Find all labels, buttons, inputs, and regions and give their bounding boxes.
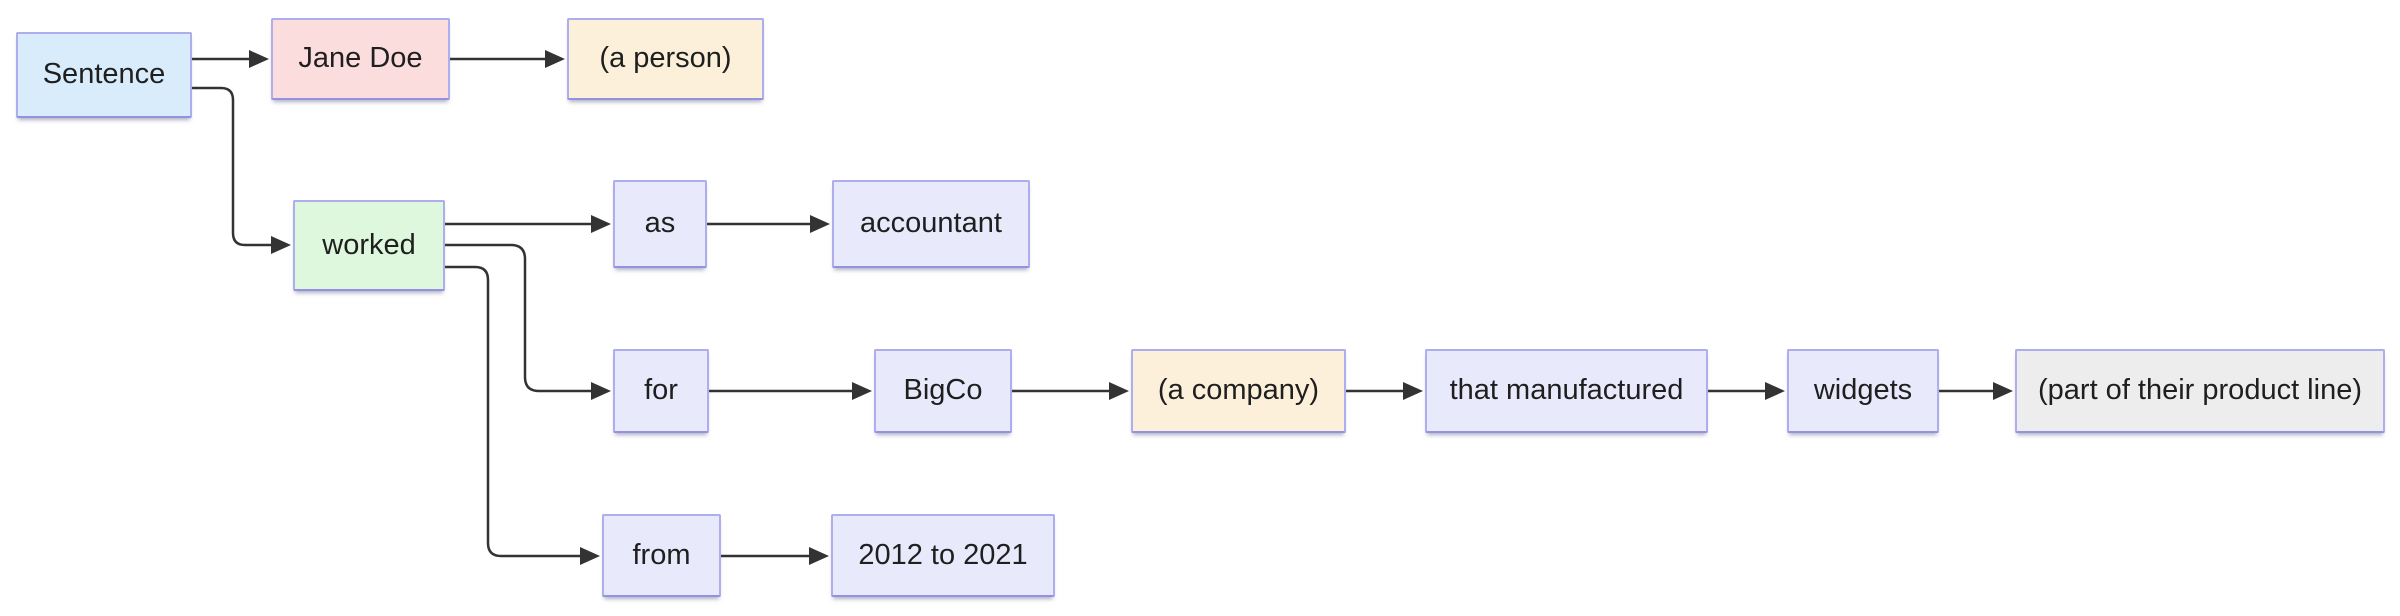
edge-worked-for	[445, 243, 591, 393]
node-worked: worked	[293, 200, 445, 291]
edge-arrowhead-icon	[809, 547, 829, 565]
node-manufactured: that manufactured	[1425, 349, 1708, 433]
node-company: (a company)	[1131, 349, 1346, 433]
edge-arrowhead-icon	[580, 547, 600, 565]
node-accountant: accountant	[832, 180, 1030, 268]
node-sentence: Sentence	[16, 32, 192, 118]
edge-arrowhead-icon	[1993, 382, 2013, 400]
edge-sentence-worked	[192, 86, 271, 247]
edge-arrowhead-icon	[249, 50, 269, 68]
node-widgets: widgets	[1787, 349, 1939, 433]
edge-arrowhead-icon	[591, 382, 611, 400]
edge-worked-from	[445, 265, 580, 558]
edge-arrowhead-icon	[545, 50, 565, 68]
edge-arrowhead-icon	[1109, 382, 1129, 400]
node-person: (a person)	[567, 18, 764, 100]
node-from: from	[602, 514, 721, 597]
edge-arrowhead-icon	[1403, 382, 1423, 400]
node-for: for	[613, 349, 709, 433]
node-dates: 2012 to 2021	[831, 514, 1055, 597]
edge-arrowhead-icon	[810, 215, 830, 233]
node-bigco: BigCo	[874, 349, 1012, 433]
edge-arrowhead-icon	[852, 382, 872, 400]
edge-arrowhead-icon	[271, 236, 291, 254]
node-as: as	[613, 180, 707, 268]
node-jane: Jane Doe	[271, 18, 450, 100]
node-productline: (part of their product line)	[2015, 349, 2385, 433]
edge-arrowhead-icon	[591, 215, 611, 233]
edge-arrowhead-icon	[1765, 382, 1785, 400]
